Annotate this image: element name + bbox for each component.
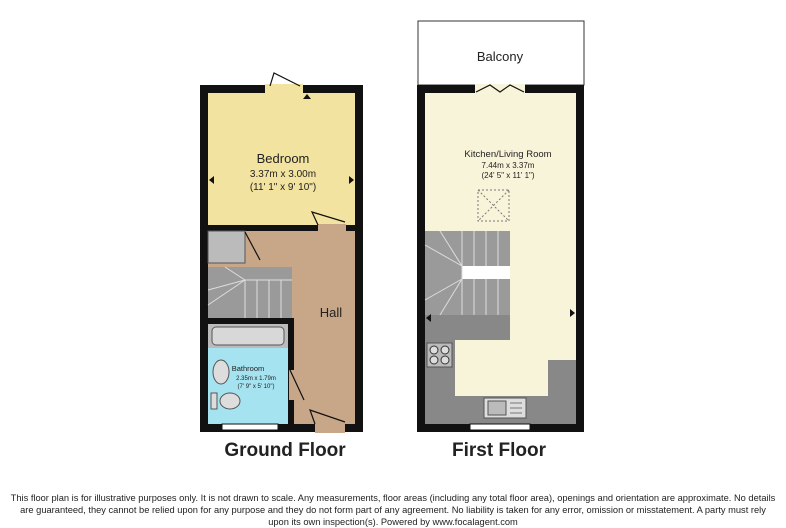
disclaimer-text: This floor plan is for illustrative purp… — [10, 493, 776, 527]
kitchen-living-metric: 7.44m x 3.37m — [482, 161, 535, 170]
ground-floor-title: Ground Floor — [224, 440, 346, 461]
kitchen-window — [469, 423, 531, 431]
bedroom-window-swing — [269, 72, 301, 87]
balcony-doors — [475, 84, 525, 93]
bedroom-door-opening — [318, 224, 346, 232]
skylight-icon — [477, 189, 510, 222]
marker-arrow — [303, 94, 311, 99]
front-door-opening — [315, 423, 345, 433]
bathroom-imperial: (7' 9" x 5' 10") — [238, 384, 275, 390]
sink-icon — [483, 397, 527, 419]
cupboard-door — [244, 231, 261, 261]
bathroom-label: Bathroom — [232, 364, 265, 373]
skylight-cross — [477, 189, 510, 222]
first-stairs — [424, 230, 510, 316]
bedroom-imperial: (11' 1" x 9' 10") — [250, 182, 316, 193]
first-floor-title: First Floor — [452, 440, 547, 461]
basin-icon — [212, 359, 230, 385]
kitchen-unit-right — [548, 360, 576, 396]
toilet-cistern-icon — [210, 392, 218, 410]
bedroom-metric: 3.37m x 3.00m — [250, 169, 316, 180]
marker-arrow — [570, 309, 575, 317]
bathroom-metric: 2.35m x 1.79m — [236, 376, 276, 382]
hall-label: Hall — [320, 305, 343, 320]
bedroom-window — [265, 84, 303, 94]
breakfast-counter — [425, 315, 510, 340]
bedroom-door-swing — [310, 211, 346, 226]
marker-arrow — [349, 176, 354, 184]
stair-wall — [208, 318, 288, 324]
floor-plan: Bedroom 3.37m x 3.00m (11' 1" x 9' 10") … — [200, 20, 585, 461]
first-floor-plan: Balcony — [417, 20, 585, 432]
balcony-area — [417, 20, 585, 86]
ground-floor-plan: Bedroom 3.37m x 3.00m (11' 1" x 9' 10") … — [200, 72, 363, 433]
bedroom-label: Bedroom — [257, 151, 310, 166]
bathtub-icon — [211, 326, 285, 346]
kitchen-living-imperial: (24' 5" x 11' 1") — [481, 171, 534, 180]
balcony-door-opening — [475, 84, 525, 94]
marker-arrow — [209, 176, 214, 184]
marker-arrow — [426, 314, 431, 322]
balcony-label: Balcony — [477, 49, 524, 64]
kitchen-living-label: Kitchen/Living Room — [464, 149, 551, 160]
bathroom-door — [289, 369, 305, 401]
hob-icon — [426, 342, 453, 368]
ground-stairs — [207, 266, 292, 318]
cupboard — [207, 230, 246, 264]
bathroom-window — [221, 423, 279, 431]
toilet-icon — [219, 392, 241, 410]
front-door-swing — [309, 409, 346, 425]
bathroom-door-opening — [289, 370, 294, 400]
bedroom-area — [208, 93, 355, 225]
